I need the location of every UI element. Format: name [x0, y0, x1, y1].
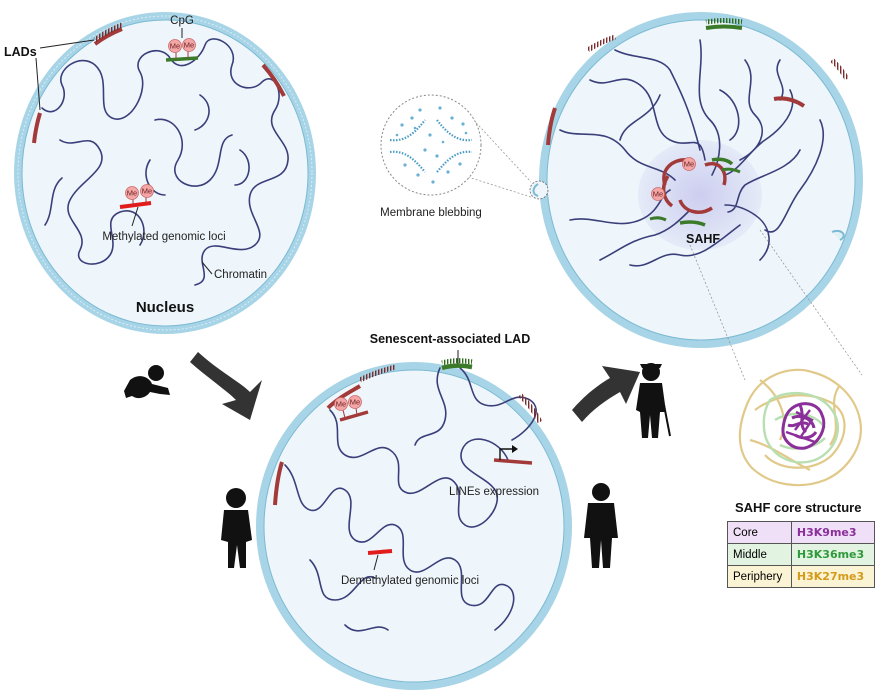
cpg-segment — [165, 56, 199, 62]
periphery-layer — [738, 368, 862, 487]
histone-mark-cell: H3K9me3 — [790, 521, 876, 544]
me-label: Me — [653, 190, 663, 199]
senescent-lad-label: Senescent-associated LAD — [370, 332, 530, 346]
chromatin-fiber — [559, 39, 825, 267]
me-label: Me — [142, 187, 152, 196]
elderly-silhouette-icon — [636, 363, 671, 438]
histone-mark-cell: H3K27me3 — [790, 565, 876, 588]
demethylated-loci-label: Demethylated genomic loci — [341, 575, 479, 587]
inset-circle — [380, 94, 482, 196]
transcription-arrow-icon — [499, 448, 514, 460]
lad-segment — [273, 461, 284, 506]
curved-arrow-icon — [190, 352, 262, 420]
methyl-group — [682, 157, 696, 171]
lad-segment — [773, 96, 806, 108]
core-layer — [781, 402, 826, 450]
lad-segment — [326, 384, 362, 410]
methyl-group — [182, 38, 196, 52]
senescent-lad-segment — [705, 24, 743, 30]
methyl-group — [348, 395, 362, 409]
methyl-group — [168, 39, 182, 53]
sahf-core-title: SAHF core structure — [735, 500, 862, 515]
sahf-heterochromatin — [678, 199, 713, 214]
nucleus-label: Nucleus — [136, 299, 194, 316]
chromatin-fiber — [284, 367, 537, 632]
me-label: Me — [350, 398, 360, 407]
me-label: Me — [336, 400, 346, 409]
cpg-label: CpG — [170, 15, 194, 27]
region-cell: Core — [727, 521, 792, 544]
me-label: Me — [170, 42, 180, 51]
adult-silhouette-icon — [584, 483, 618, 568]
membrane-blebbing-label: Membrane blebbing — [380, 207, 482, 219]
me-label: Me — [127, 189, 137, 198]
senescent-lad-segment — [441, 363, 473, 371]
sahf-label: SAHF — [686, 232, 720, 246]
sahf-heterochromatin — [704, 162, 727, 186]
young-nucleus: Me Me CpG Me Me Methylated genomic loci … — [4, 12, 316, 334]
lad-segment — [261, 63, 286, 97]
lad-segment — [546, 107, 557, 146]
nucleoplasm — [263, 369, 565, 683]
methylated-locus — [119, 201, 152, 209]
methylated-loci-label: Methylated genomic loci — [102, 231, 225, 243]
sahf-core-structure — [689, 229, 863, 487]
curved-arrow-icon — [572, 366, 640, 422]
chromatin-label: Chromatin — [214, 269, 267, 281]
lines-segment — [493, 458, 533, 465]
chromatin-fiber — [41, 38, 289, 286]
me-label: Me — [184, 41, 194, 50]
me-label: Me — [684, 160, 694, 169]
histone-mark-cell: H3K36me3 — [790, 543, 876, 566]
region-cell: Periphery — [727, 565, 792, 588]
lad-segment — [32, 112, 42, 144]
sahf-green-segment — [679, 220, 706, 227]
middle-age-nucleus: Senescent-associated LAD Me Me LINEs exp… — [256, 332, 572, 690]
demethylated-locus — [367, 549, 393, 555]
crawling-baby-icon — [124, 365, 170, 399]
lads-label: LADs — [4, 45, 37, 59]
membrane-blebbing-inset: Membrane blebbing — [380, 94, 532, 219]
sahf-green-segment — [711, 157, 734, 166]
child-silhouette-icon — [221, 488, 252, 568]
lad-segment — [358, 364, 396, 383]
methyl-group — [334, 397, 348, 411]
senescent-nucleus: Me Me SAHF — [529, 12, 863, 348]
methylated-segment — [339, 410, 369, 422]
methyl-group — [125, 186, 139, 200]
lines-expression-label: LINEs expression — [449, 486, 539, 498]
lad-segment — [93, 27, 123, 46]
methyl-group — [651, 187, 665, 201]
methyl-group — [140, 184, 154, 198]
region-cell: Middle — [727, 543, 792, 566]
